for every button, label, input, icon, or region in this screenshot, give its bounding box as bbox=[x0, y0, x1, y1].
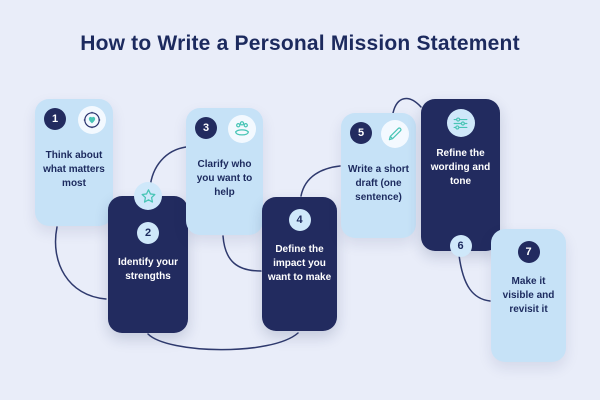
pencil-icon bbox=[381, 120, 409, 148]
step-card-5: 5 Write a short draft (one sentence) bbox=[341, 113, 416, 238]
step-5-number-badge: 5 bbox=[350, 122, 372, 144]
step-2-number-badge: 2 bbox=[137, 222, 159, 244]
step-4-label: Define the impact you want to make bbox=[267, 244, 332, 283]
step-card-2: 2 Identify your strengths bbox=[108, 182, 188, 333]
step-card-3: 3 Clarify who you want to help bbox=[186, 108, 263, 235]
step-card-4: 4 Define the impact you want to make bbox=[262, 197, 337, 331]
step-1-label: Think about what matters most bbox=[43, 150, 105, 189]
sliders-icon bbox=[446, 109, 475, 137]
step-card-1: 1 Think about what matters most bbox=[35, 99, 113, 226]
step-3-label: Clarify who you want to help bbox=[196, 159, 253, 198]
step-card-6: Refine the wording and tone 6 bbox=[421, 99, 500, 257]
star-icon bbox=[134, 182, 162, 210]
step-6-label: Refine the wording and tone bbox=[430, 148, 491, 187]
step-2-label: Identify your strengths bbox=[117, 257, 178, 282]
compass-heart-icon bbox=[78, 106, 106, 134]
step-card-7: 7 Make it visible and revisit it bbox=[491, 229, 566, 362]
step-6-number-badge: 6 bbox=[449, 235, 472, 257]
helping-hands-icon bbox=[228, 115, 256, 143]
step-7-label: Make it visible and revisit it bbox=[502, 276, 555, 315]
step-4-number-badge: 4 bbox=[288, 209, 311, 231]
step-3-number-badge: 3 bbox=[195, 117, 217, 139]
step-7-number-badge: 7 bbox=[517, 241, 540, 263]
step-1-number-badge: 1 bbox=[44, 108, 66, 130]
step-5-label: Write a short draft (one sentence) bbox=[348, 164, 409, 203]
page-title: How to Write a Personal Mission Statemen… bbox=[80, 32, 520, 55]
